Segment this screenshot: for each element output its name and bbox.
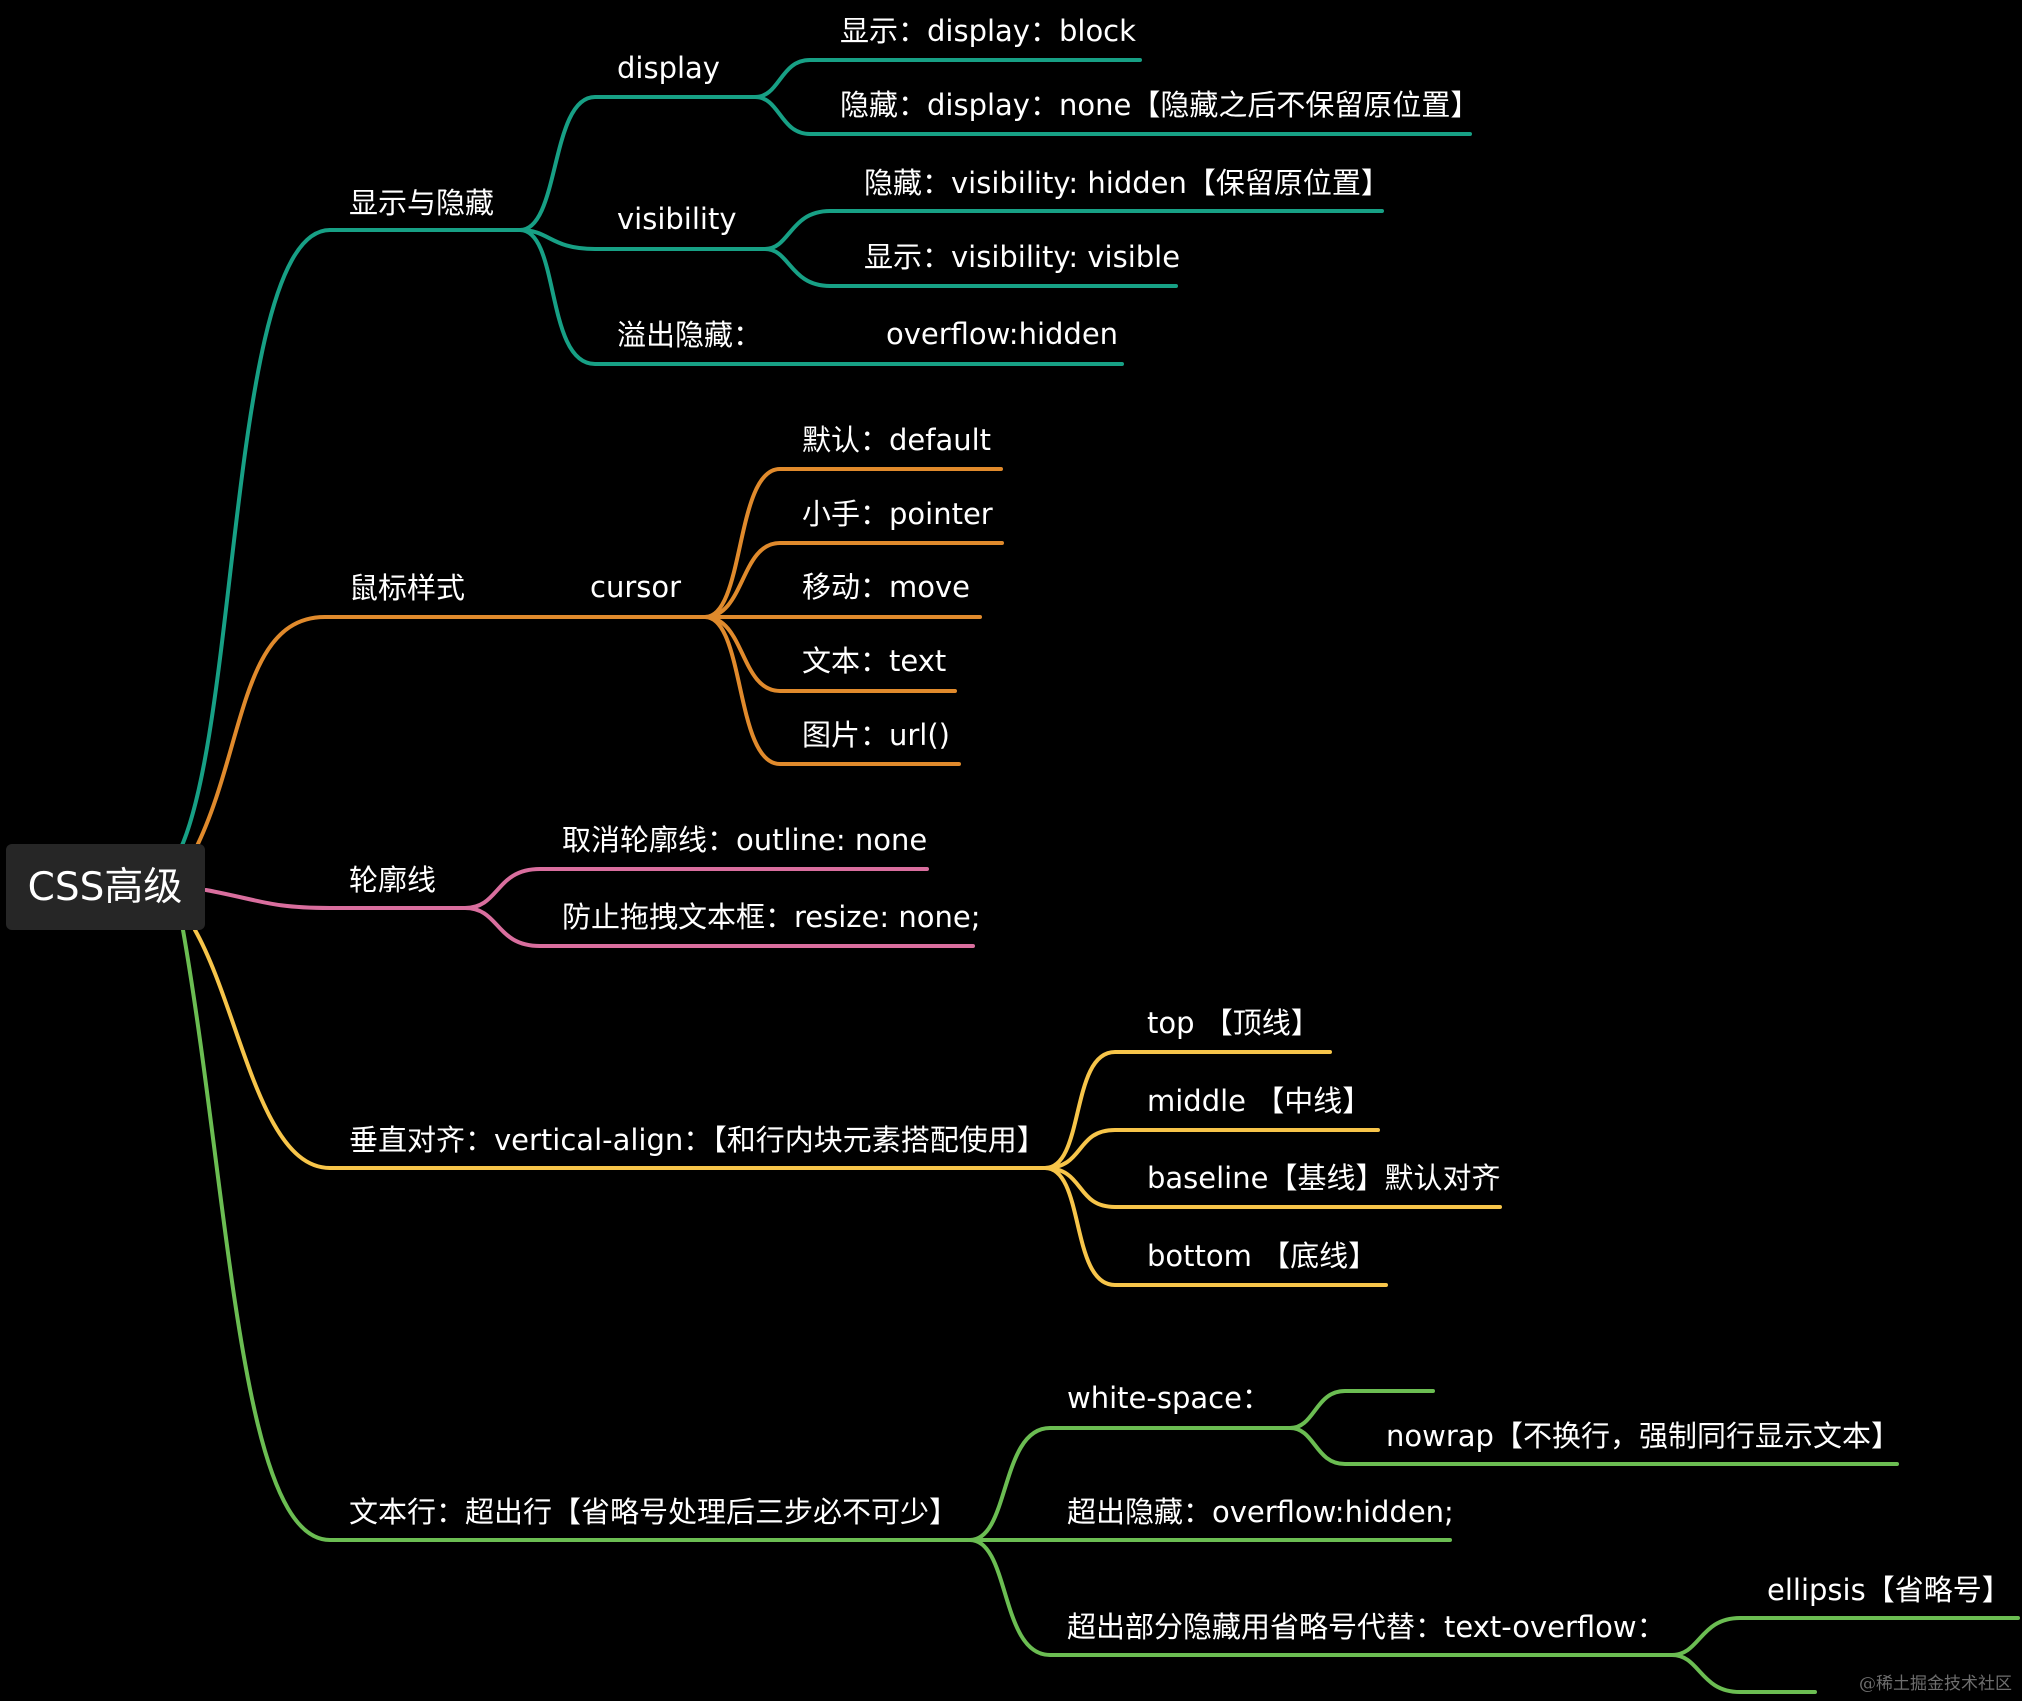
branch-display-edges [178,58,1472,852]
edge-valign-4 [1043,1166,1388,1287]
text-nowrap-label: nowrap【不换行，强制同行显示文本】 [1386,1419,1900,1453]
edge-overflow [518,228,1124,366]
text-ellipsis-label: ellipsis【省略号】 [1767,1573,2011,1607]
cursor-item-text: 文本：text [802,644,946,678]
edge-cursor-2 [703,541,1004,619]
edge-visibility-show [763,247,1178,288]
text-textoverflow-label: 超出部分隐藏用省略号代替：text-overflow： [1067,1610,1666,1644]
root-node[interactable]: CSS高级 [6,844,205,930]
visibility-hide-label: 隐藏：visibility: hidden【保留原位置】 [864,166,1390,200]
text-group-label: 文本行：超出行【省略号处理后三步必不可少】 [349,1495,958,1529]
branch-valign-edges [193,928,1502,1287]
edge-outline-2 [463,906,975,948]
visibility-show-label: 显示：visibility: visible [864,240,1180,274]
outline-item-resize: 防止拖拽文本框：resize: none; [562,900,980,934]
edge-root-display [178,228,332,852]
edge-text-textoverflow [968,1538,1674,1657]
edge-cursor-4 [703,615,957,693]
visibility-prop-label: visibility [617,202,737,236]
edge-root-cursor [193,615,327,852]
valign-item-bottom: bottom 【底线】 [1147,1239,1377,1273]
edge-textoverflow-b [1670,1653,1817,1694]
cursor-prop-label: cursor [590,570,681,604]
branch-text-edges [181,928,2020,1694]
branch-cursor-edges [193,467,1004,852]
edge-textoverflow-ellipsis [1670,1616,2020,1657]
text-whitespace-label: white-space： [1067,1381,1271,1415]
watermark: @稀土掘金技术社区 [1859,1674,2012,1694]
edge-text-whitespace [968,1426,1292,1542]
cursor-group-label: 鼠标样式 [349,571,465,605]
branch-outline-edges [204,867,975,948]
cursor-item-default: 默认：default [802,423,991,457]
edge-root-text [181,928,972,1542]
edge-whitespace-a [1288,1389,1435,1430]
valign-group-label: 垂直对齐：vertical-align：【和行内块元素搭配使用】 [349,1123,1046,1157]
edge-display-prop [518,95,757,232]
root-label: CSS高级 [28,865,183,910]
display-group-label: 显示与隐藏 [349,186,494,220]
cursor-item-move: 移动：move [802,570,970,604]
text-overflow-label: 超出隐藏：overflow:hidden; [1067,1495,1454,1529]
edge-display-hide [753,95,1472,136]
display-prop-label: display [617,51,720,85]
edge-root-outline [204,888,467,910]
edge-cursor-1 [703,467,1003,619]
cursor-item-url: 图片：url() [802,718,950,752]
edge-cursor-5 [703,615,961,766]
overflow-value: overflow:hidden [886,317,1118,351]
edge-root-valign [193,928,1047,1170]
overflow-label: 溢出隐藏： [617,318,762,352]
outline-item-none: 取消轮廓线：outline: none [562,823,927,857]
edge-outline-1 [463,867,929,910]
valign-item-top: top 【顶线】 [1147,1006,1320,1040]
edge-whitespace-nowrap [1288,1426,1899,1466]
valign-item-middle: middle 【中线】 [1147,1084,1371,1118]
edge-valign-3 [1043,1166,1502,1209]
edge-valign-1 [1043,1050,1332,1170]
edge-display-show [753,58,1142,99]
display-show-label: 显示：display：block [840,14,1136,48]
edge-valign-2 [1043,1128,1380,1170]
valign-item-baseline: baseline【基线】默认对齐 [1147,1161,1500,1195]
outline-group-label: 轮廓线 [349,863,436,897]
edge-visibility-hide [763,209,1384,251]
cursor-item-pointer: 小手：pointer [802,497,993,531]
display-hide-label: 隐藏：display：none【隐藏之后不保留原位置】 [840,88,1479,122]
